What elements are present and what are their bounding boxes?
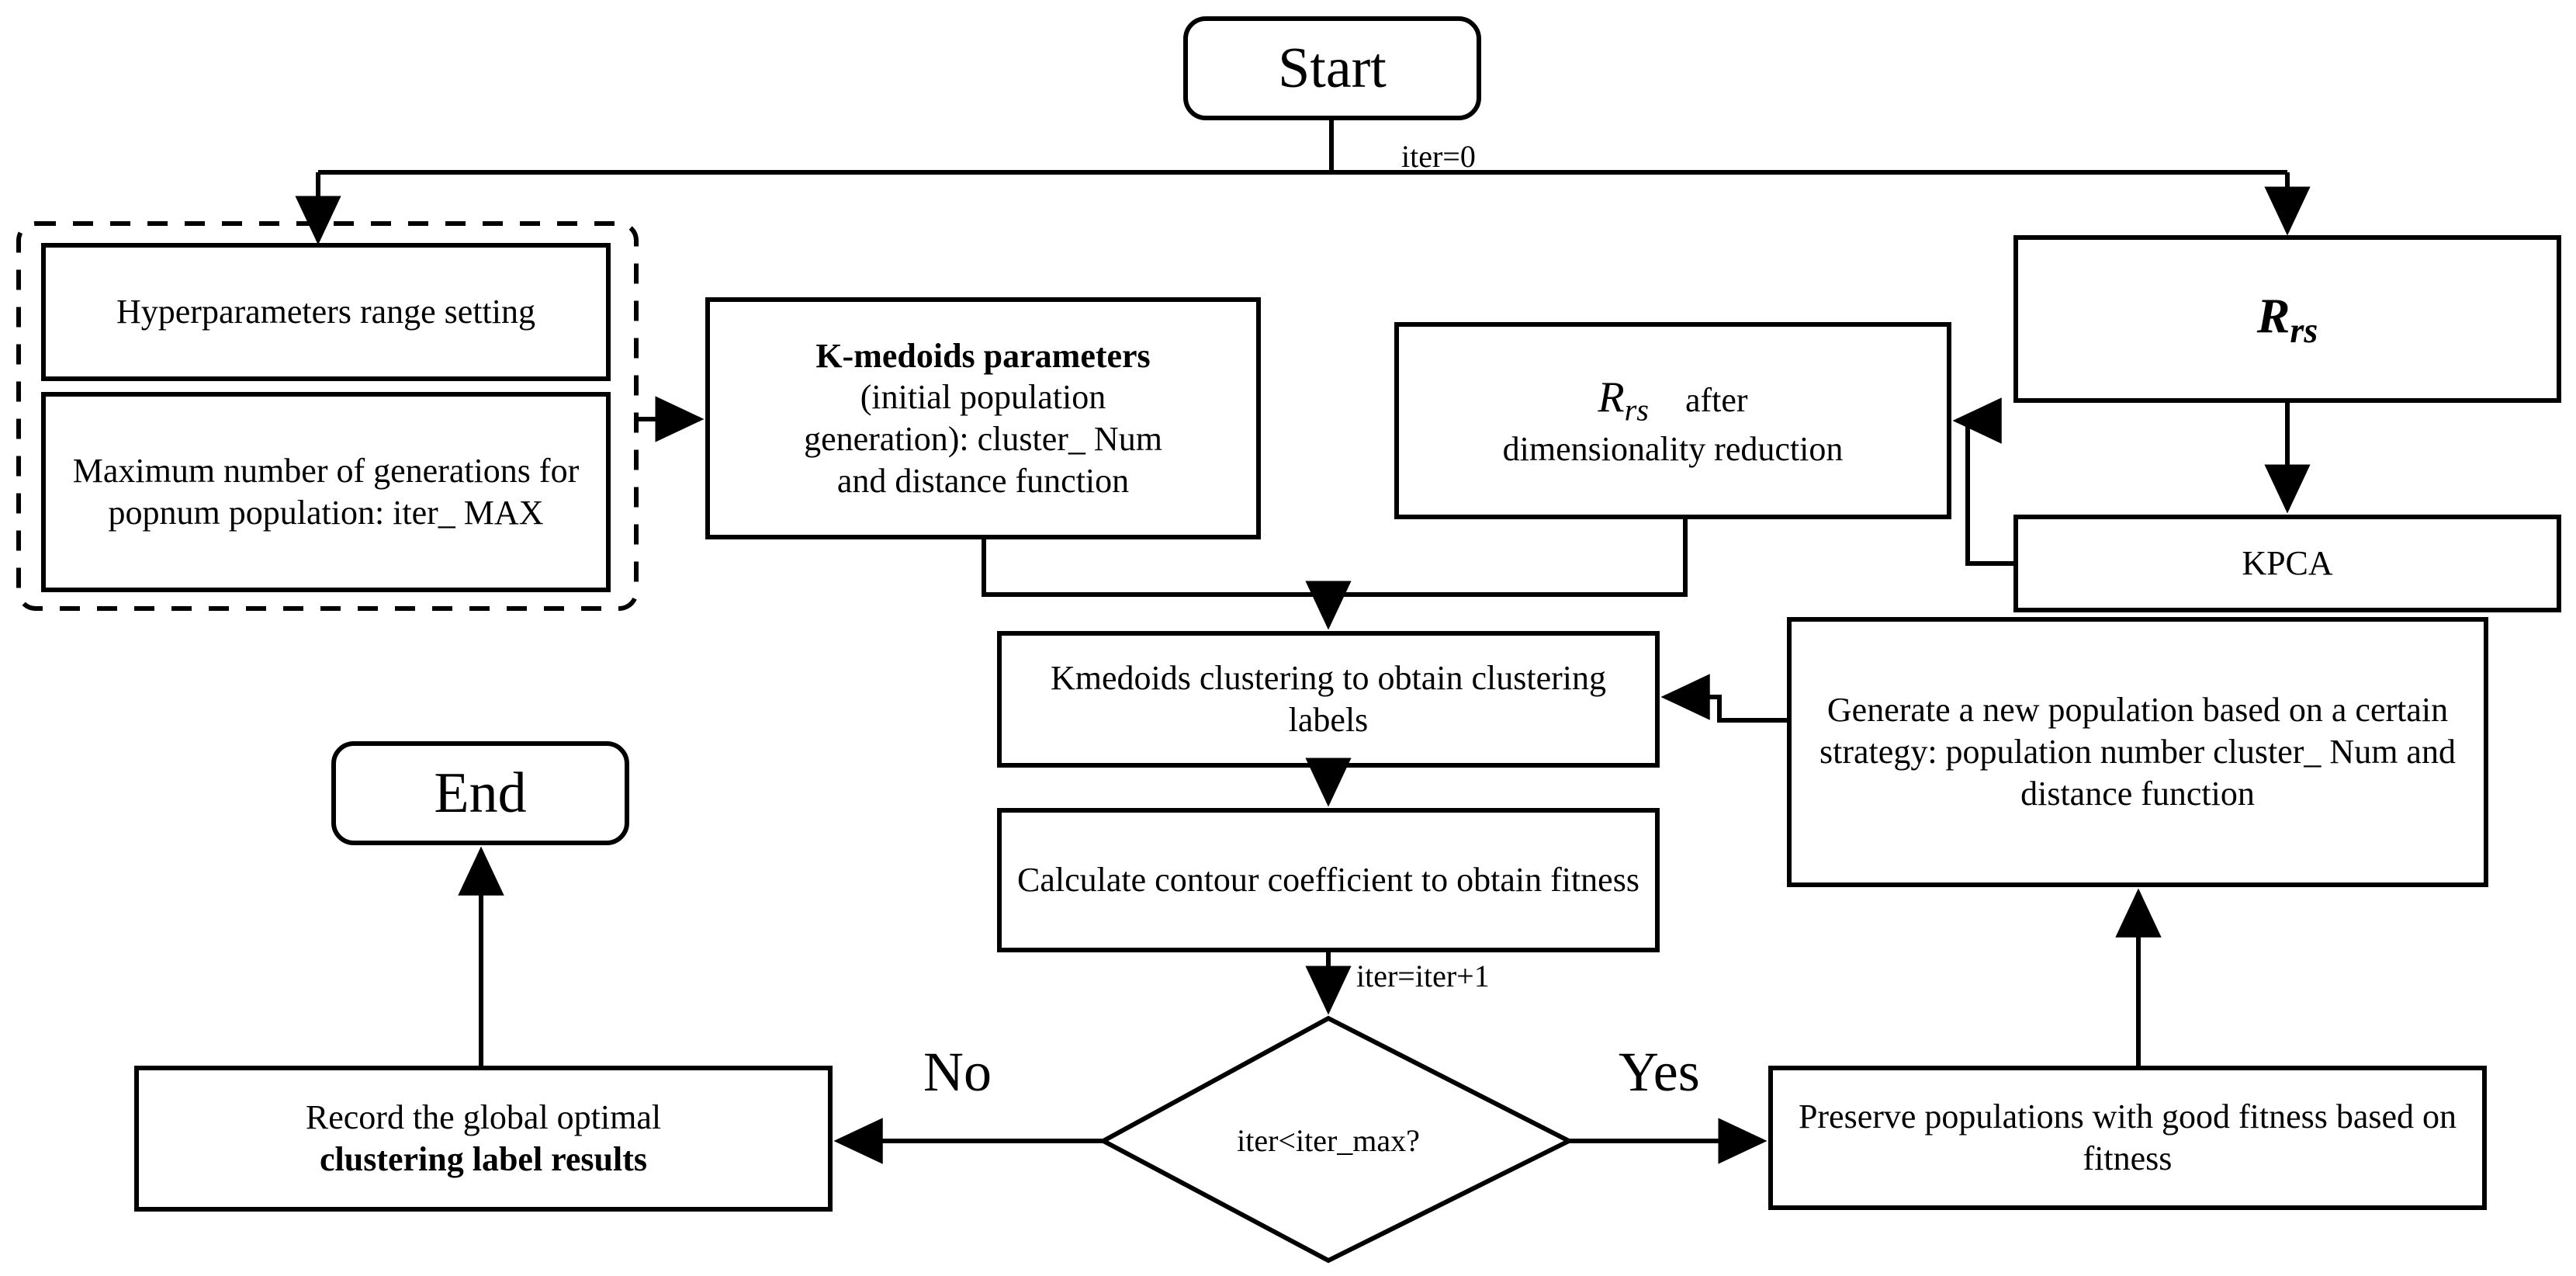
edge-rrs-reduced-to-merge	[1328, 517, 1688, 597]
edge-generate-population-to-kmedoids-cluster	[1660, 674, 1789, 723]
node-generate-population-shape[interactable]	[1787, 617, 2488, 887]
node-decision-shape[interactable]	[1098, 1015, 1574, 1264]
node-max-generations-shape[interactable]	[41, 392, 611, 592]
node-end-shape[interactable]	[331, 741, 629, 845]
edge-kpca-to-rrs-reduced	[1952, 397, 2016, 566]
node-hyperparam-range-shape[interactable]	[41, 243, 611, 381]
edge-kmedoids-params-to-merge	[982, 537, 1328, 597]
node-kmedoids-cluster-shape[interactable]	[997, 631, 1660, 768]
node-start-shape[interactable]	[1183, 16, 1481, 120]
node-calc-contour-shape[interactable]	[997, 808, 1660, 952]
node-rrs-source-shape[interactable]	[2013, 235, 2561, 403]
node-rrs-reduced-shape[interactable]	[1394, 322, 1951, 519]
node-preserve-populations-shape[interactable]	[1768, 1066, 2487, 1210]
node-record-optimal-shape[interactable]	[134, 1066, 833, 1212]
settings-group-dashed-box	[16, 221, 639, 611]
node-kmedoids-params-shape[interactable]	[705, 297, 1261, 539]
node-kpca-shape[interactable]	[2013, 515, 2561, 612]
